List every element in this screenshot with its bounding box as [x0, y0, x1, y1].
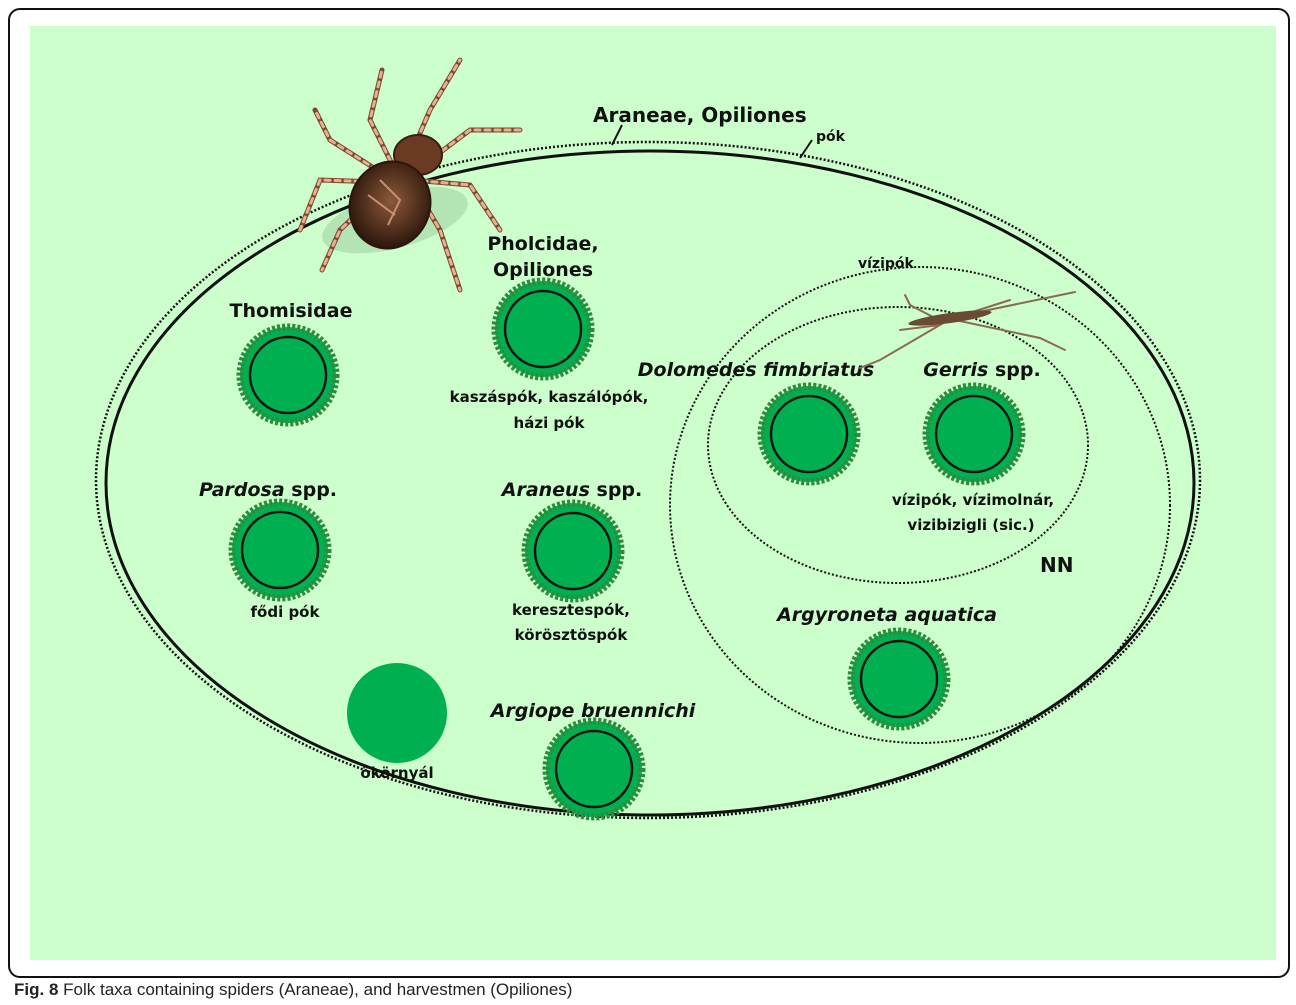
node-argyroneta	[847, 627, 951, 731]
label-gerris-genus: Gerris	[923, 359, 988, 381]
node-okornyal	[347, 663, 447, 763]
folk-gerris-2: vizibizigli (sic.)	[907, 516, 1034, 534]
folk-pholcidae-2: házi pók	[514, 414, 586, 432]
node-pholcidae	[491, 277, 595, 381]
label-dolomedes: Dolomedes fimbriatus	[638, 359, 874, 381]
caption-fig-number: Fig. 8	[14, 980, 59, 999]
araneae-pointer-line	[611, 124, 623, 146]
diagram-background	[30, 26, 1276, 960]
vizipok-label: vízipók	[858, 256, 915, 272]
figure-caption: Fig. 8 Folk taxa containing spiders (Ara…	[14, 980, 572, 1000]
node-araneus	[521, 499, 625, 603]
nn-ellipse	[707, 306, 1089, 584]
node-pardosa	[228, 498, 332, 602]
label-thomisidae: Thomisidae	[230, 300, 353, 322]
outer-folk-name: pók	[816, 129, 846, 145]
label-pardosa-suffix: spp.	[285, 479, 337, 501]
label-araneus-suffix: spp.	[590, 479, 642, 501]
pok-pointer-line	[799, 139, 813, 159]
folk-pholcidae-1: kaszáspók, kaszálópók,	[450, 388, 649, 406]
caption-text: Folk taxa containing spiders (Araneae), …	[58, 980, 573, 999]
label-pardosa: Pardosa spp.	[199, 479, 337, 501]
pok-ellipse	[94, 140, 1202, 820]
folk-gerris-1: vízipók, vízimolnár,	[892, 491, 1054, 509]
label-araneus: Araneus spp.	[500, 479, 643, 501]
vizipok-ellipse	[669, 266, 1171, 744]
node-thomisidae	[236, 323, 340, 427]
label-pholcidae-1: Pholcidae,	[487, 233, 598, 255]
outer-title: Araneae, Opiliones	[593, 103, 807, 127]
label-gerris: Gerris spp.	[923, 359, 1040, 381]
araneae-opiliones-ellipse	[104, 149, 1196, 817]
node-argiope	[542, 717, 646, 821]
node-dolomedes	[757, 382, 861, 486]
folk-taxa-diagram: Araneae, Opiliones pók vízipók NN Thomis…	[30, 26, 1276, 960]
label-pardosa-genus: Pardosa	[199, 479, 285, 501]
node-gerris	[922, 382, 1026, 486]
folk-pardosa: fődi pók	[251, 603, 321, 621]
label-pholcidae-2: Opiliones	[493, 259, 593, 281]
label-araneus-genus: Araneus	[500, 479, 590, 501]
water-strider-image	[859, 291, 1076, 369]
label-gerris-suffix: spp.	[988, 359, 1040, 381]
label-argiope: Argiope bruennichi	[489, 700, 696, 722]
label-argyroneta: Argyroneta aquatica	[775, 604, 997, 626]
spider-image	[297, 57, 523, 293]
folk-okornyal: ökörnyál	[360, 764, 433, 782]
nn-label: NN	[1040, 553, 1073, 577]
folk-araneus-2: körösztöspók	[515, 626, 629, 644]
folk-araneus-1: keresztespók,	[512, 601, 630, 619]
